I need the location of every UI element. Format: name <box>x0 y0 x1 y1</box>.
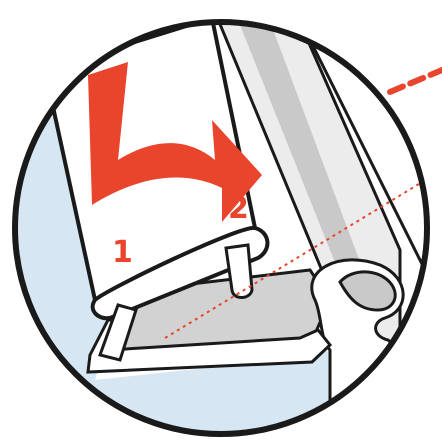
pointer-dashed-line <box>390 70 442 92</box>
step-label-2: 2 <box>228 191 249 226</box>
step-label-1: 1 <box>112 235 133 270</box>
